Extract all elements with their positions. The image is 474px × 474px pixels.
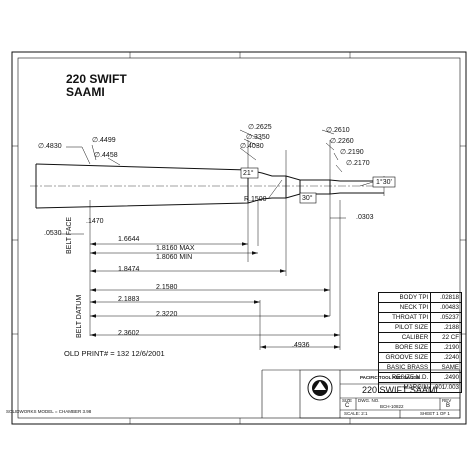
spec-row: THROAT TPI.05237	[377, 312, 462, 323]
spec-key: BORE SIZE	[377, 342, 432, 353]
spec-value: .02818	[430, 292, 462, 303]
angle-box-21	[240, 167, 259, 179]
old-print-note: OLD PRINT# = 132 12/6/2001	[64, 349, 165, 358]
dim-1-8060-min: 1.8060 MIN	[156, 254, 193, 261]
dia-4458: ∅.4458	[94, 152, 118, 159]
spec-value: .2490	[430, 372, 462, 383]
company-logo-icon	[307, 375, 333, 401]
dim-2-1580: 2.1580	[156, 284, 178, 291]
spec-value: .001/.003	[430, 382, 462, 393]
title-block-title: 220 SWIFT SAAMI	[362, 385, 438, 395]
spec-value: SAME	[430, 362, 462, 373]
spec-row: GROOVE SIZE.2240	[377, 352, 462, 363]
size-value: C	[345, 403, 350, 409]
rev-label: REV	[442, 398, 452, 403]
outer-border	[11, 51, 467, 425]
dwg-no-value: BCH-10822	[380, 404, 404, 409]
drawing-title-line2: SAAMI	[66, 85, 105, 99]
drawing-title-line1: 220 SWIFT	[66, 72, 127, 86]
dim-4936: .4936	[292, 342, 310, 349]
leade-leader	[359, 181, 374, 187]
spec-row: PILOT SIZE.2188	[377, 322, 462, 333]
dwg-no-label: DWG. NO.	[358, 398, 380, 403]
radius-1500: R.1500	[244, 196, 267, 203]
belt-face-label: BELT FACE	[66, 216, 73, 254]
spec-value: .2240	[430, 352, 462, 363]
spec-value: 22 CF	[430, 332, 462, 343]
arrowheads	[90, 242, 340, 349]
spec-key: NECK TPI	[377, 302, 432, 313]
dim-1-6644: 1.6644	[118, 236, 140, 243]
dia-2170: ∅.2170	[346, 160, 370, 167]
dia-2190: ∅.2190	[340, 149, 364, 156]
angle-box-30	[299, 192, 317, 204]
size-label: SIZE	[342, 398, 353, 403]
scale-value: SCALE: 2:1	[344, 411, 368, 416]
extension-lines	[89, 140, 385, 350]
dia-2260: ∅.2260	[330, 138, 354, 145]
diameter-leaders	[66, 129, 343, 173]
sheet-value: SHEET 1 OF 1	[420, 411, 450, 416]
spec-key: PILOT SIZE	[377, 322, 432, 333]
spec-value: .00483	[430, 302, 462, 313]
belt-datum-label: BELT DATUM	[76, 294, 83, 338]
spec-key: MARGIN	[377, 382, 432, 393]
dim-0303: .0303	[356, 214, 374, 221]
spec-key: GROOVE SIZE	[377, 352, 432, 363]
dia-4499: ∅.4499	[92, 137, 116, 144]
spec-row: BODY TPI.02818	[377, 292, 462, 303]
dia-4830: ∅.4830	[38, 143, 62, 150]
dim-1-8474: 1.8474	[118, 266, 140, 273]
spec-row: BORE SIZE.2190	[377, 342, 462, 353]
spec-value: .05237	[430, 312, 462, 323]
spec-key: CALIBER	[377, 332, 432, 343]
dia-2610: ∅.2610	[326, 127, 350, 134]
dim-1470: .1470	[86, 218, 104, 225]
dim-2-3220: 2.3220	[156, 311, 178, 318]
dim-2-3602: 2.3602	[118, 330, 140, 337]
spec-value: .2190	[430, 342, 462, 353]
spec-row: MARGIN.001/.003	[377, 382, 462, 393]
dia-3350: ∅.3350	[246, 134, 270, 141]
dia-2625: ∅.2625	[248, 124, 272, 131]
angle-30: 30°	[302, 195, 313, 202]
dim-1-8160-max: 1.8160 MAX	[156, 245, 195, 252]
angle-21: 21°	[243, 170, 254, 177]
rev-value: B	[446, 403, 451, 409]
spec-value: .2188	[430, 322, 462, 333]
spec-key: THROAT TPI	[377, 312, 432, 323]
dim-0530: .0530	[44, 230, 62, 237]
company-name: PACIFIC TOOL AND GAUGE	[360, 375, 420, 380]
spec-key: BODY TPI	[377, 292, 432, 303]
dia-4030: ∅.4030	[240, 143, 264, 150]
software-note: SOLIDWORKS MODEL = CHAMBER 3.98	[6, 409, 92, 414]
dimension-lines	[60, 217, 346, 348]
radius-leader	[267, 179, 283, 200]
dim-2-1883: 2.1883	[118, 296, 140, 303]
angle-1-30: 1°30'	[376, 179, 392, 186]
spec-row: NECK TPI.00483	[377, 302, 462, 313]
inner-border	[17, 57, 461, 419]
spec-key: BASIC BRASS	[377, 362, 432, 373]
